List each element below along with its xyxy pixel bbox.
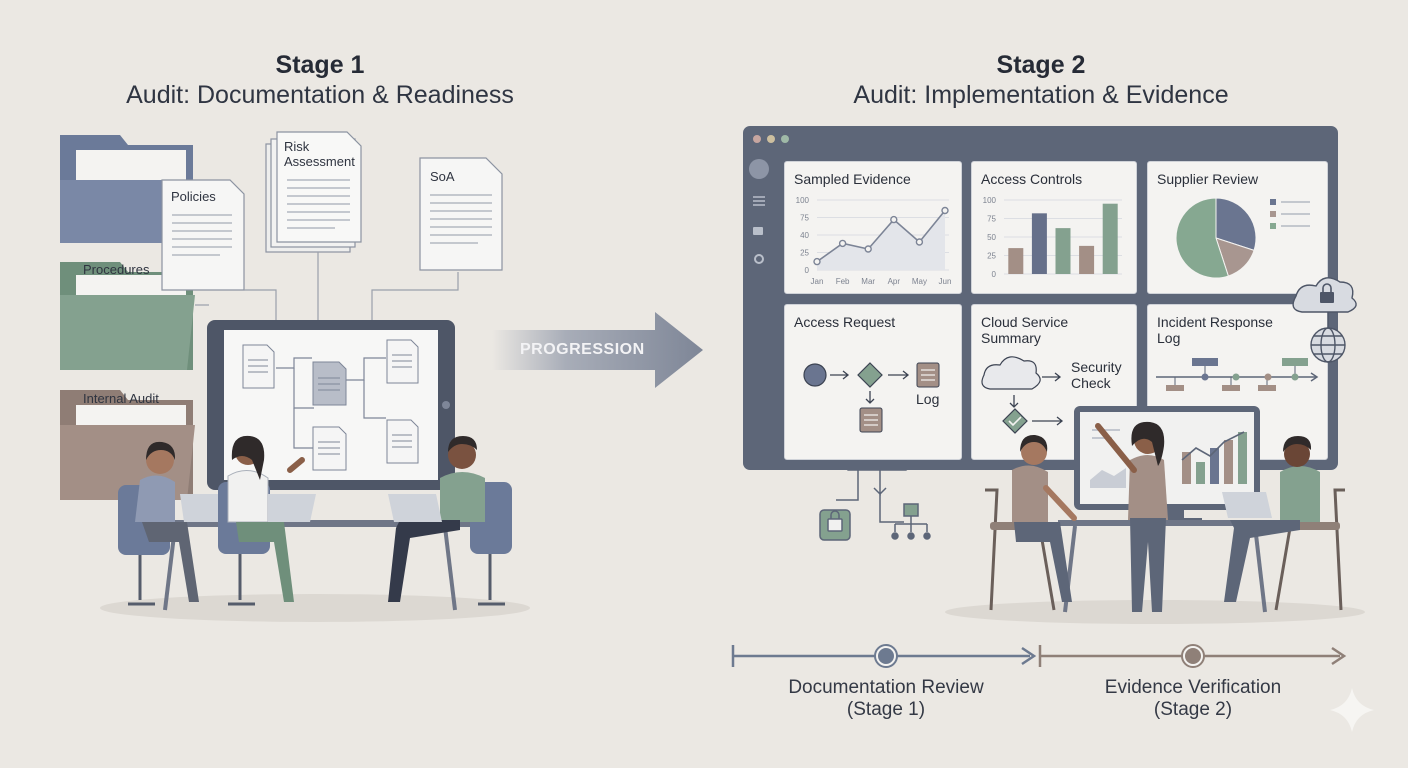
pie-slice [1175,197,1229,279]
bar [1102,203,1118,274]
stage2-heading: Stage 2 Audit: Implementation & Evidence [781,50,1301,110]
stage1-number: Stage 1 [275,51,365,79]
security-check-label: Security Check [1071,359,1122,391]
y-tick-label: 0 [805,266,810,275]
stage1-heading: Stage 1 Audit: Documentation & Readiness [60,50,580,110]
data-point [890,215,898,224]
legend-swatch [1270,223,1276,229]
window-titlebar [743,126,1338,152]
dashboard-sidebar [749,159,769,264]
sparkle-icon [1330,688,1374,732]
window-dot-icon [767,135,775,143]
person-seated-right-icon [1222,436,1345,611]
milestone-evidence-verification: Evidence Verification (Stage 2) [1104,677,1282,720]
y-tick-label: 75 [800,214,809,223]
procedures-label: Procedures [83,262,150,277]
y-tick-label: 25 [800,249,809,258]
stage2-number: Stage 2 [996,51,1086,79]
person-seated-left-icon [985,434,1077,611]
supplier-review-panel[interactable]: Supplier Review [1147,161,1328,294]
policies-document-icon [161,179,245,291]
monitor-icon [1074,406,1260,523]
bar [1031,213,1047,274]
window-dot-icon [781,135,789,143]
y-tick-label: 75 [987,215,996,224]
access-request-flow [803,362,940,433]
avatar[interactable] [749,159,769,179]
legend-swatch [1270,199,1276,205]
cloud-service-title: Cloud Service Summary [981,314,1069,346]
incident-response-title: Incident Response Log [1157,314,1273,346]
x-tick-label: Mar [861,277,875,286]
internal-audit-label: Internal Audit [83,391,159,406]
supplier-review-pie-chart [1175,197,1310,279]
data-point [915,238,924,246]
supplier-review-title: Supplier Review [1157,171,1259,187]
sampled-evidence-title: Sampled Evidence [794,171,911,187]
access-controls-bar-chart: 100 75 50 25 0 [983,196,1122,279]
x-tick-label: Jan [811,277,824,286]
globe-icon [1310,312,1346,363]
stage2-subtitle: Audit: Implementation & Evidence [853,81,1229,109]
log-label: Log [916,391,940,407]
x-tick-label: Apr [888,277,901,286]
person-standing-icon [1095,421,1168,612]
document-connectors [195,252,459,322]
person-right-icon [388,436,512,606]
progression-arrow-icon [492,312,703,388]
bar [1055,228,1071,274]
y-tick-label: 50 [987,233,996,242]
tablet-icon [207,320,455,490]
access-controls-title: Access Controls [981,171,1083,187]
policies-label: Policies [171,189,216,204]
data-point [941,206,949,215]
access-request-panel[interactable]: Access Request Log [784,304,962,460]
access-controls-panel[interactable]: Access Controls 100 75 50 25 0 [971,161,1137,294]
y-tick-label: 100 [796,196,810,205]
timeline [731,644,1347,668]
x-tick-label: May [912,277,927,286]
stage1-subtitle: Audit: Documentation & Readiness [126,81,514,109]
bar [1079,245,1095,274]
person-middle-icon [218,435,316,606]
risk-assessment-label: Risk Assessment [284,139,355,169]
gear-icon[interactable] [754,254,764,264]
data-point [838,239,847,248]
progression-label: PROGRESSION [520,341,645,358]
risk-assessment-document-icon [265,131,362,253]
y-tick-label: 25 [987,252,996,261]
data-point [813,257,821,266]
series-line [816,209,946,263]
soa-document-icon [419,157,503,271]
y-tick-label: 0 [992,270,997,279]
floor-shadow [100,594,530,622]
window-dot-icon [753,135,761,143]
data-point [864,245,872,253]
x-tick-label: Jun [939,277,952,286]
y-tick-label: 40 [800,231,809,240]
y-tick-label: 100 [983,196,997,205]
folder-sage-icon [60,262,195,370]
incident-timeline [1156,358,1319,391]
cloud-lock-icon [1292,277,1357,313]
milestone-documentation-review: Documentation Review (Stage 1) [788,677,984,720]
camera-icon[interactable] [753,227,763,235]
cloud-service-flow [981,356,1064,434]
menu-icon[interactable] [753,196,765,206]
soa-label: SoA [430,169,455,184]
pie-slice [1215,197,1257,251]
person-left-icon [118,441,235,606]
bar [1008,248,1024,274]
x-tick-label: Feb [836,277,850,286]
access-request-title: Access Request [794,314,896,330]
legend-swatch [1270,211,1276,217]
line-area [817,210,945,270]
